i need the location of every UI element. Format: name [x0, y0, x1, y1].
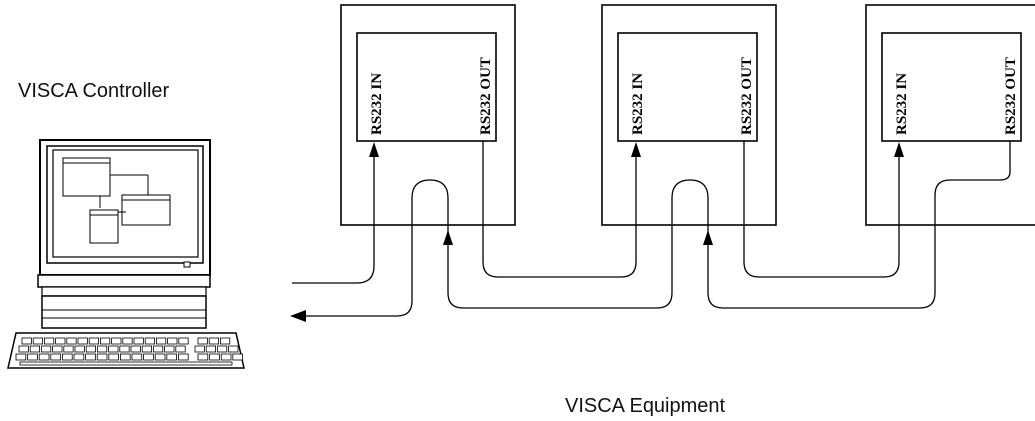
keyboard-key — [32, 337, 44, 345]
keyboard-key — [108, 345, 119, 353]
keyboard-key — [50, 353, 61, 361]
device-2-port-out-label: RS232 OUT — [739, 57, 755, 135]
keyboard-key — [100, 337, 111, 345]
keyboard-key — [216, 345, 228, 353]
keyboard-key — [18, 345, 29, 353]
keyboard-key — [111, 337, 122, 345]
keyboard-key — [208, 337, 219, 345]
device-2: RS232 IN RS232 OUT — [601, 4, 777, 226]
keyboard-key — [144, 337, 155, 345]
computer-icon — [37, 139, 211, 329]
keyboard-key — [166, 353, 178, 361]
keyboard-key — [120, 353, 131, 361]
keyboard-key — [97, 345, 108, 353]
keyboard-icon — [7, 332, 245, 369]
keyboard-key — [74, 345, 85, 353]
arrow-device-1-in — [369, 142, 379, 157]
keyboard-key — [143, 353, 154, 361]
equipment-label: VISCA Equipment — [565, 395, 726, 417]
keyboard-key — [27, 353, 38, 361]
keyboard-key — [130, 345, 141, 353]
keyboard-key — [133, 337, 144, 345]
keyboard-key — [155, 337, 167, 345]
wire-device-2-out-to-device-3-in — [743, 141, 900, 278]
wire-device-3-out-return — [707, 141, 1011, 309]
keyboard-key — [38, 353, 50, 361]
keyboard-key — [44, 337, 55, 345]
keyboard-key — [131, 353, 143, 361]
keyboard-key — [219, 337, 231, 345]
keyboard-key — [197, 353, 209, 361]
keyboard-key — [21, 337, 32, 345]
keyboard-key — [154, 353, 166, 361]
keyboard-key — [66, 337, 77, 345]
keyboard-key — [55, 337, 66, 345]
keyboard-key — [152, 345, 164, 353]
device-1-port-out-label: RS232 OUT — [478, 57, 494, 135]
keyboard-key — [141, 345, 152, 353]
keyboard-keys — [15, 337, 244, 366]
keyboard-key — [177, 353, 189, 361]
keyboard-key — [119, 345, 130, 353]
keyboard-key — [205, 345, 216, 353]
device-1: RS232 IN RS232 OUT — [340, 4, 516, 226]
keyboard-key — [41, 345, 52, 353]
keyboard-key — [63, 345, 74, 353]
keyboard-key — [52, 345, 63, 353]
wire-device-1-out-to-device-2-in — [482, 141, 637, 278]
keyboard-key — [122, 337, 133, 345]
wire-controller-to-device-1-in — [292, 152, 375, 284]
wire-return-loop-device-2 — [447, 179, 709, 309]
device-3: RS232 IN RS232 OUT — [865, 4, 1035, 226]
keyboard-key — [88, 337, 99, 345]
arrow-device-3-in — [894, 142, 904, 157]
keyboard-key — [96, 353, 108, 361]
keyboard-key — [73, 353, 85, 361]
keyboard-key — [194, 345, 205, 353]
keyboard-key — [167, 337, 178, 345]
keyboard-key — [197, 337, 208, 345]
screen-windows — [62, 157, 171, 244]
keyboard-key — [209, 353, 220, 361]
keyboard-key — [85, 345, 96, 353]
keyboard-key — [15, 353, 27, 361]
device-3-port-out-label: RS232 OUT — [1003, 57, 1019, 135]
keyboard-key — [228, 345, 239, 353]
keyboard-key — [164, 345, 175, 353]
keyboard-key — [232, 353, 244, 361]
keyboard-key — [85, 353, 96, 361]
device-2-port-in-label: RS232 IN — [630, 73, 646, 135]
arrow-controller-rx — [290, 310, 306, 322]
keyboard-key — [175, 345, 186, 353]
wire-return-loop-device-1 — [305, 179, 449, 317]
keyboard-key — [108, 353, 120, 361]
arrow-device-2-in — [631, 142, 641, 157]
keyboard-key — [29, 345, 41, 353]
keyboard-key — [77, 337, 88, 345]
keyboard-key — [178, 337, 189, 345]
keyboard-key — [220, 353, 232, 361]
keyboard-base-row — [19, 361, 233, 366]
keyboard-key — [62, 353, 73, 361]
controller-label: VISCA Controller — [18, 80, 170, 102]
device-3-port-in-label: RS232 IN — [894, 73, 910, 135]
device-1-port-in-label: RS232 IN — [369, 73, 385, 135]
